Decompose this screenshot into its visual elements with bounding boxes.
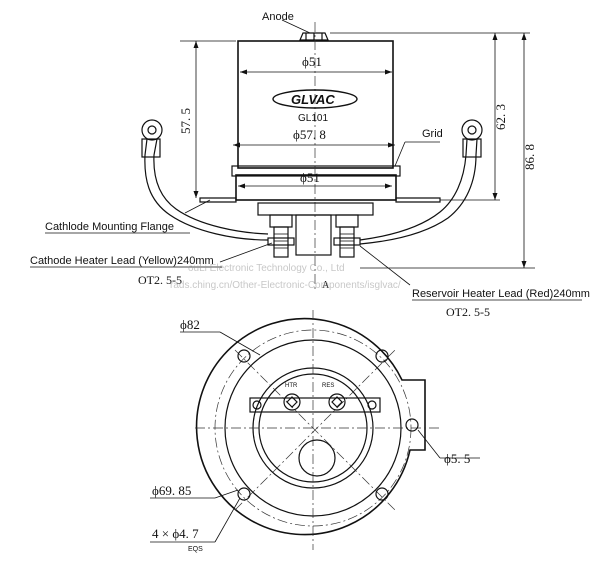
terminal-left — [267, 214, 295, 258]
cathode-terminal-label: OT2. 5-5 — [138, 273, 182, 287]
cathode-heater-lead — [141, 119, 269, 241]
res-label: RES — [322, 383, 334, 389]
height-grid-label: 62. 3 — [493, 104, 508, 130]
grid-leader — [394, 141, 406, 167]
height-body-label: 57. 5 — [178, 108, 193, 134]
bottom-holes-label: 4 × ϕ4. 7 — [152, 526, 199, 541]
top-dia-label: ϕ51 — [302, 54, 322, 69]
terminal-right — [333, 214, 361, 258]
anode-label: Anode — [262, 11, 294, 23]
brand-logo: GLVAC — [272, 89, 358, 109]
terminal-strap — [249, 397, 381, 413]
bottom-view: HTR RES — [195, 310, 440, 550]
cathode-heater-label: Cathode Heater Lead (Yellow)240mm — [30, 255, 214, 267]
tube-body — [237, 40, 394, 169]
mount-hole-tl — [237, 349, 251, 363]
eqs-label: EQS — [188, 546, 203, 553]
svg-text:GLVAC: GLVAC — [291, 92, 335, 107]
reservoir-heater-lead — [359, 119, 483, 245]
flange-dia-label: ϕ57. 8 — [293, 127, 326, 142]
reservoir-terminal-label: OT2. 5-5 — [446, 305, 490, 319]
mount-hole-bl — [237, 487, 251, 501]
grid-label: Grid — [422, 128, 443, 140]
body-dia-label: ϕ51 — [300, 170, 320, 185]
bottom-hole-label: ϕ5. 5 — [444, 451, 470, 466]
anode-cap — [299, 32, 329, 41]
bottom-outer-label: ϕ82 — [180, 317, 200, 332]
height-total-label: 86. 8 — [522, 144, 537, 170]
mount-hole-tr — [375, 349, 389, 363]
base-block — [257, 202, 374, 216]
tab-hole — [405, 418, 419, 432]
bottom-pcd-label: ϕ69. 85 — [152, 483, 191, 498]
res-terminal — [328, 393, 346, 411]
section-mark: A — [322, 280, 330, 291]
htr-terminal — [283, 393, 301, 411]
model-label: GL101 — [298, 113, 328, 124]
lower-body — [235, 174, 397, 201]
watermark-line2: rads.ching.cn/Other-Electronic-Component… — [170, 280, 401, 291]
anode-leader — [281, 19, 311, 34]
flange-label: Cathlode Mounting Flange — [45, 221, 174, 233]
mount-hole-br — [375, 487, 389, 501]
center-post — [295, 214, 332, 256]
flange-left — [199, 197, 237, 203]
htr-label: HTR — [285, 383, 298, 389]
outer-flange — [195, 317, 426, 536]
flange-leader — [184, 199, 211, 214]
center-boss — [298, 439, 336, 477]
grid-ring — [231, 165, 401, 177]
watermark-line1: ouLi Electronic Technology Co., Ltd — [188, 263, 345, 274]
flange-right — [395, 197, 441, 203]
reservoir-heater-label: Reservoir Heater Lead (Red)240mm — [412, 288, 590, 300]
